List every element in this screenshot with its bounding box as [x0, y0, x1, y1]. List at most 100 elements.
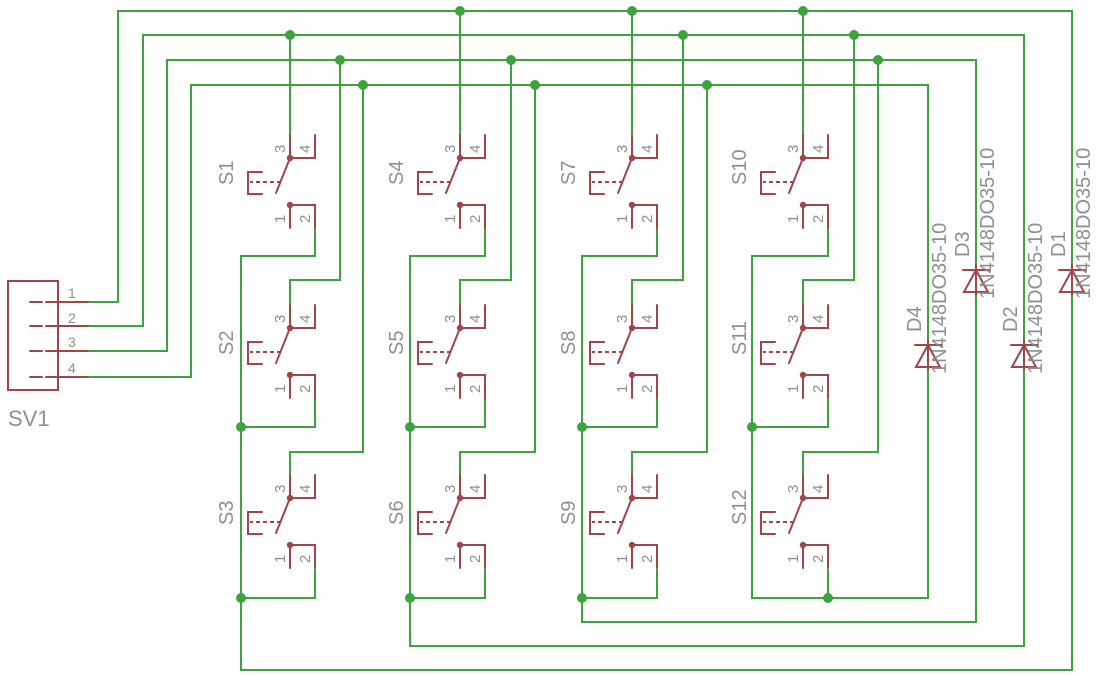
connector-body — [7, 280, 59, 391]
switch-pin-3-label: 3 — [614, 145, 631, 153]
diode-value-label: 1N4148DO35-10 — [977, 148, 999, 299]
connector-name-label: SV1 — [8, 406, 50, 431]
switch-name-label: S6 — [386, 501, 408, 525]
switch-pin-1-label: 1 — [785, 555, 802, 563]
junction-dot — [455, 6, 465, 16]
junction-dot — [530, 80, 540, 90]
switch-name-label: S4 — [386, 161, 408, 185]
connector-pin-2-label: 2 — [68, 310, 76, 326]
column-4-wiring — [751, 10, 929, 599]
diode-name-label: D2 — [1000, 306, 1022, 332]
connector-pin-4-label: 4 — [68, 360, 76, 376]
switch-pin-3-label: 3 — [614, 485, 631, 493]
wires — [87, 10, 1073, 671]
net-row-1 — [87, 10, 1073, 303]
diode-name-label: D3 — [952, 231, 974, 257]
connector-pin-1-label: 1 — [68, 285, 76, 301]
switch-name-label: S3 — [216, 501, 238, 525]
switch-pin-2-label: 2 — [810, 385, 827, 393]
net-row-3 — [87, 59, 977, 352]
switch-pin-1-label: 1 — [442, 215, 459, 223]
switch-pin-1-label: 1 — [614, 385, 631, 393]
switch-pin-1-label: 1 — [272, 215, 289, 223]
connector-sv1: 1 2 3 4 SV1 — [7, 280, 89, 431]
column-3-wiring — [581, 10, 977, 623]
connector-pin-3-label: 3 — [68, 334, 76, 350]
switch-pin-2-label: 2 — [639, 385, 656, 393]
switch-pin-4-label: 4 — [297, 145, 314, 153]
switch-pin-4-label: 4 — [297, 485, 314, 493]
junction-dot — [577, 593, 587, 603]
switch-name-label: S5 — [386, 331, 408, 355]
switch-pin-3-label: 3 — [272, 145, 289, 153]
switch-pin-2-label: 2 — [467, 555, 484, 563]
switch-pin-1-label: 1 — [272, 385, 289, 393]
switch-pin-1-label: 1 — [614, 215, 631, 223]
switch-pin-3-label: 3 — [272, 315, 289, 323]
column-1-wiring — [240, 34, 1073, 671]
diode-name-label: D4 — [904, 306, 926, 332]
junction-dot — [577, 422, 587, 432]
switch-pin-3-label: 3 — [442, 145, 459, 153]
switch-pin-3-label: 3 — [785, 485, 802, 493]
switch-name-label: S11 — [729, 321, 751, 355]
diode-name-label: D1 — [1048, 231, 1070, 257]
junction-dot — [506, 55, 516, 65]
junction-dot — [823, 593, 833, 603]
switch-pin-4-label: 4 — [810, 145, 827, 153]
junction-dot — [747, 422, 757, 432]
diode-value-label: 1N4148DO35-10 — [1073, 148, 1095, 299]
switch-pin-2-label: 2 — [810, 215, 827, 223]
switch-name-label: S1 — [216, 161, 238, 185]
junctions — [236, 6, 883, 603]
switch-name-label: S7 — [558, 161, 580, 185]
junction-dot — [678, 30, 688, 40]
switch-pin-2-label: 2 — [639, 215, 656, 223]
switch-pin-4-label: 4 — [467, 145, 484, 153]
switch-pin-2-label: 2 — [810, 555, 827, 563]
switch-pin-4-label: 4 — [467, 485, 484, 493]
net-row-4 — [87, 84, 929, 378]
switch-pin-4-label: 4 — [810, 315, 827, 323]
switch-pin-1-label: 1 — [442, 385, 459, 393]
diode-value-label: 1N4148DO35-10 — [929, 223, 951, 374]
junction-dot — [798, 6, 808, 16]
column-2-wiring — [409, 10, 1025, 647]
switch-pin-3-label: 3 — [614, 315, 631, 323]
switch-pin-1-label: 1 — [785, 385, 802, 393]
diode-value-label: 1N4148DO35-10 — [1025, 223, 1047, 374]
junction-dot — [873, 55, 883, 65]
junction-dot — [285, 30, 295, 40]
switch-pin-2-label: 2 — [297, 385, 314, 393]
switch-pin-4-label: 4 — [810, 485, 827, 493]
switch-pin-2-label: 2 — [639, 555, 656, 563]
junction-dot — [405, 422, 415, 432]
junction-dot — [849, 30, 859, 40]
switch-pin-3-label: 3 — [785, 145, 802, 153]
switch-name-label: S10 — [729, 149, 751, 185]
switch-pin-1-label: 1 — [785, 215, 802, 223]
junction-dot — [405, 593, 415, 603]
switch-pin-3-label: 3 — [442, 315, 459, 323]
switch-pin-4-label: 4 — [467, 315, 484, 323]
switch-pin-1-label: 1 — [272, 555, 289, 563]
switch-name-label: S12 — [729, 489, 751, 525]
switch-pin-4-label: 4 — [639, 145, 656, 153]
switch-name-label: S8 — [558, 331, 580, 355]
switch-pin-1-label: 1 — [614, 555, 631, 563]
junction-dot — [358, 80, 368, 90]
